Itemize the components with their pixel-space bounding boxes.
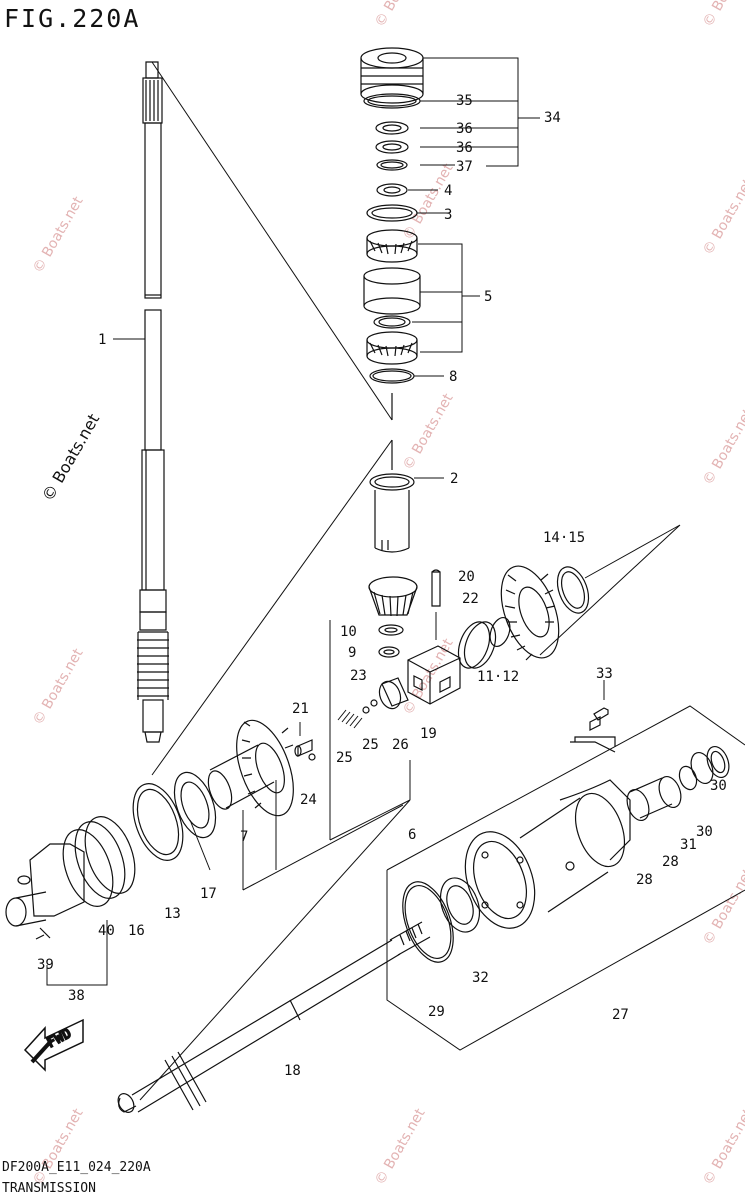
callout-28a: 28	[636, 872, 653, 888]
callout-30b: 30	[710, 778, 727, 794]
figure-title: FIG.220A	[4, 4, 141, 33]
callout-21: 21	[292, 701, 309, 717]
pinion-gear	[368, 576, 418, 658]
callout-27: 27	[612, 1007, 629, 1023]
callout-32: 32	[472, 970, 489, 986]
leader-lines-bottom	[46, 620, 411, 986]
callout-14-15: 14·15	[543, 530, 585, 546]
callout-34: 34	[544, 110, 561, 126]
callout-10: 10	[340, 624, 357, 640]
callout-16: 16	[128, 923, 145, 939]
shaft-housing	[386, 705, 745, 1051]
callout-9: 9	[348, 645, 356, 661]
leader-lines	[113, 57, 540, 479]
sleeve	[369, 393, 415, 553]
bearing-housing	[5, 816, 136, 940]
callout-24: 24	[300, 792, 317, 808]
callout-19: 19	[420, 726, 437, 742]
callout-36a: 36	[456, 121, 473, 137]
callout-39: 39	[37, 957, 54, 973]
section-name: TRANSMISSION	[2, 1181, 96, 1196]
callout-25b: 25	[362, 737, 379, 753]
callout-5: 5	[484, 289, 492, 305]
callout-26: 26	[392, 737, 409, 753]
callout-13: 13	[164, 906, 181, 922]
callout-4: 4	[444, 183, 452, 199]
propeller-shaft	[117, 921, 431, 1113]
fwd-arrow: FWD	[23, 1018, 84, 1072]
forward-gear	[207, 719, 294, 817]
callout-20: 20	[458, 569, 475, 585]
callout-35: 35	[456, 93, 473, 109]
callout-2: 2	[450, 471, 458, 487]
callout-7: 7	[240, 829, 248, 845]
reverse-gear	[500, 565, 560, 661]
callout-28b: 28	[662, 854, 679, 870]
callout-36b: 36	[456, 140, 473, 156]
callout-33: 33	[596, 666, 613, 682]
callout-18: 18	[284, 1063, 301, 1079]
callout-3: 3	[444, 207, 452, 223]
pinion-bearing-stack	[360, 47, 424, 384]
pin	[431, 569, 441, 607]
callout-30a: 30	[696, 824, 713, 840]
callout-6: 6	[408, 827, 416, 843]
callout-1: 1	[98, 332, 106, 348]
callout-22: 22	[462, 591, 479, 607]
callout-25a: 25	[336, 750, 353, 766]
callout-labels: 1 2 3 4 5 6 7 8 9 10 11·12 13 14·15 16 1…	[37, 93, 727, 1079]
callout-31: 31	[680, 837, 697, 853]
diagram-code: DF200A_E11_024_220A	[2, 1160, 151, 1175]
clutch-dog	[407, 645, 461, 705]
callout-29: 29	[428, 1004, 445, 1020]
callout-37: 37	[456, 159, 473, 175]
driveshaft	[137, 61, 169, 743]
callout-11-12: 11·12	[477, 669, 519, 685]
callout-23: 23	[350, 668, 367, 684]
callout-38: 38	[68, 988, 85, 1004]
callout-17: 17	[200, 886, 217, 902]
callout-40: 40	[98, 923, 115, 939]
callout-8: 8	[449, 369, 457, 385]
